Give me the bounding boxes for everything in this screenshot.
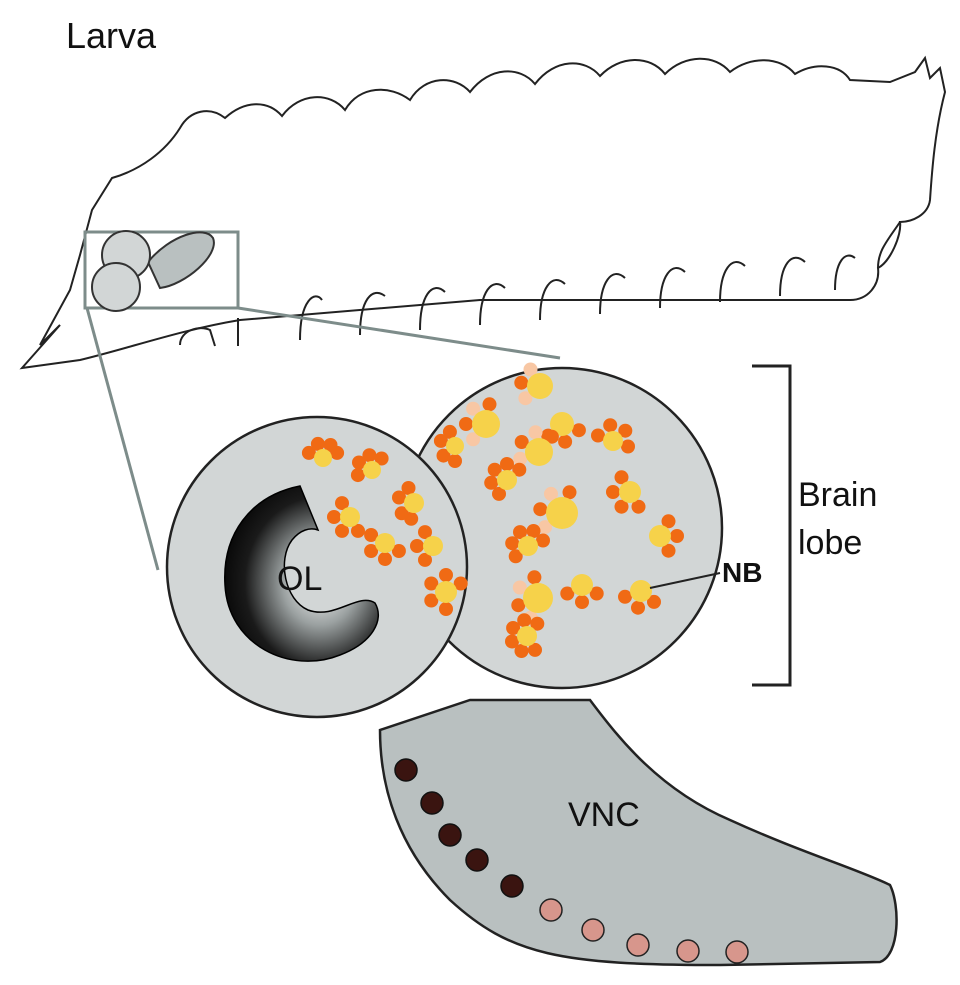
neuroblast-cell — [603, 431, 623, 451]
progeny-cell — [484, 476, 498, 490]
neuroblast-cell — [340, 507, 360, 527]
progeny-cell — [362, 448, 376, 462]
neuroblast-cell — [630, 580, 652, 602]
zoom-line-right — [238, 308, 560, 358]
larva-title: Larva — [66, 15, 157, 56]
neuroblast-cell — [527, 373, 553, 399]
progeny-cell — [439, 602, 453, 616]
progeny-cell — [527, 570, 541, 584]
larva-body-outline — [22, 58, 945, 368]
progeny-cell — [558, 435, 572, 449]
progeny-cell — [563, 485, 577, 499]
optic-lobe-label: OL — [277, 560, 322, 598]
neuroblast-cell — [517, 626, 537, 646]
vnc-pink-cell — [677, 940, 699, 962]
neuroblast-cell — [497, 470, 517, 490]
progeny-cell — [606, 485, 620, 499]
progeny-cell — [536, 534, 550, 548]
vnc-label: VNC — [568, 796, 640, 834]
brain-lobe-bracket — [752, 366, 790, 685]
neuroblast-cell — [435, 581, 457, 603]
vnc-dark-cell — [421, 792, 443, 814]
neuroblast-cell — [518, 536, 538, 556]
neuroblast-cell — [472, 410, 500, 438]
vnc-pink-cell — [540, 899, 562, 921]
vnc-dark-cell — [395, 759, 417, 781]
vnc-dark-cell — [501, 875, 523, 897]
progeny-cell — [459, 417, 473, 431]
vnc-pink-cell — [582, 919, 604, 941]
progeny-cell — [670, 529, 684, 543]
progeny-cell — [514, 376, 528, 390]
progeny-cell — [327, 510, 341, 524]
neuroblast-cell — [404, 493, 424, 513]
brain-lobe-label-line2: lobe — [798, 524, 862, 562]
progeny-cell — [410, 539, 424, 553]
vnc-pink-cell — [726, 941, 748, 963]
nb-label: NB — [722, 557, 762, 588]
progeny-cell — [631, 601, 645, 615]
progeny-cell — [443, 425, 457, 439]
progeny-cell — [500, 457, 514, 471]
progeny-cell — [575, 595, 589, 609]
neuroblast-cell — [525, 438, 553, 466]
neuroblast-cell — [571, 574, 593, 596]
progeny-cell — [330, 446, 344, 460]
vnc-dark-cell — [439, 824, 461, 846]
progeny-cell — [517, 613, 531, 627]
progeny-cell — [621, 440, 635, 454]
progeny-cell — [402, 481, 416, 495]
neuroblast-cell — [423, 536, 443, 556]
vnc-pink-cell — [627, 934, 649, 956]
progeny-cell — [483, 397, 497, 411]
neuroblast-cell — [523, 583, 553, 613]
progeny-cell — [603, 418, 617, 432]
neuroblast-cell — [546, 497, 578, 529]
neuroblast-cell — [649, 525, 671, 547]
neuroblast-cell — [619, 481, 641, 503]
brain-lobe-label-line1: Brain — [798, 476, 877, 514]
progeny-cell — [311, 437, 325, 451]
progeny-cell — [439, 568, 453, 582]
progeny-cell — [572, 423, 586, 437]
progeny-cell — [533, 502, 547, 516]
progeny-cell — [378, 552, 392, 566]
progeny-cell — [529, 425, 543, 439]
progeny-cell — [505, 635, 519, 649]
neuroblast-cell — [363, 461, 381, 479]
progeny-cell — [591, 429, 605, 443]
neuroblast-cell — [446, 437, 464, 455]
neuroblast-cell — [375, 533, 395, 553]
vnc-dark-cell — [466, 849, 488, 871]
progeny-cell — [351, 468, 365, 482]
neuroblast-cell — [314, 449, 332, 467]
progeny-cell — [618, 590, 632, 604]
